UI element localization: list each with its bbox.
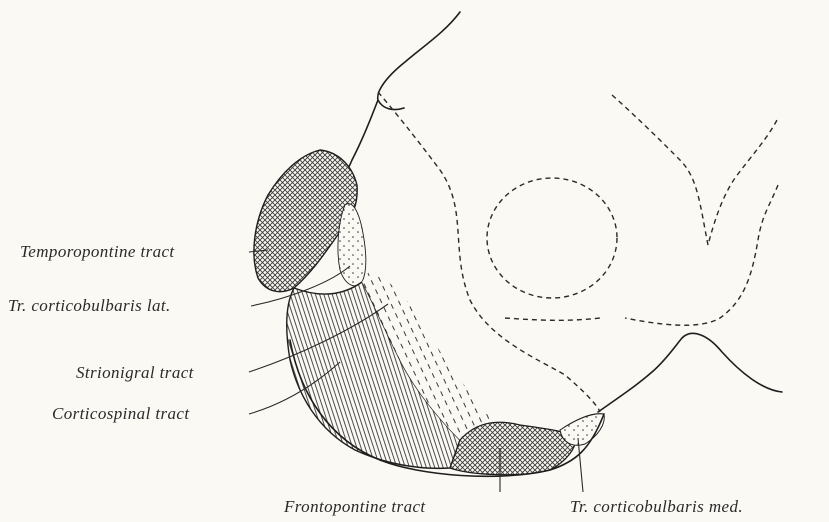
leader-corticobulbaris-med (578, 438, 583, 492)
dashed-oval-structure (487, 178, 617, 298)
dashed-right-contour (625, 185, 778, 325)
label-corticobulbaris-med: Tr. corticobulbaris med. (570, 497, 743, 516)
corticobulbaris-lat-region (338, 204, 366, 286)
label-corticospinal: Corticospinal tract (52, 404, 190, 423)
label-corticobulbaris-lat: Tr. corticobulbaris lat. (8, 296, 171, 315)
lower-right-contour (598, 333, 782, 412)
outer-contour (340, 12, 460, 175)
dashed-left-lower-contour (505, 318, 600, 320)
label-frontopontine: Frontopontine tract (283, 497, 426, 516)
dashed-midline-contour (612, 95, 778, 245)
label-temporopontine: Temporopontine tract (20, 242, 175, 261)
label-strionigral: Strionigral tract (76, 363, 195, 382)
